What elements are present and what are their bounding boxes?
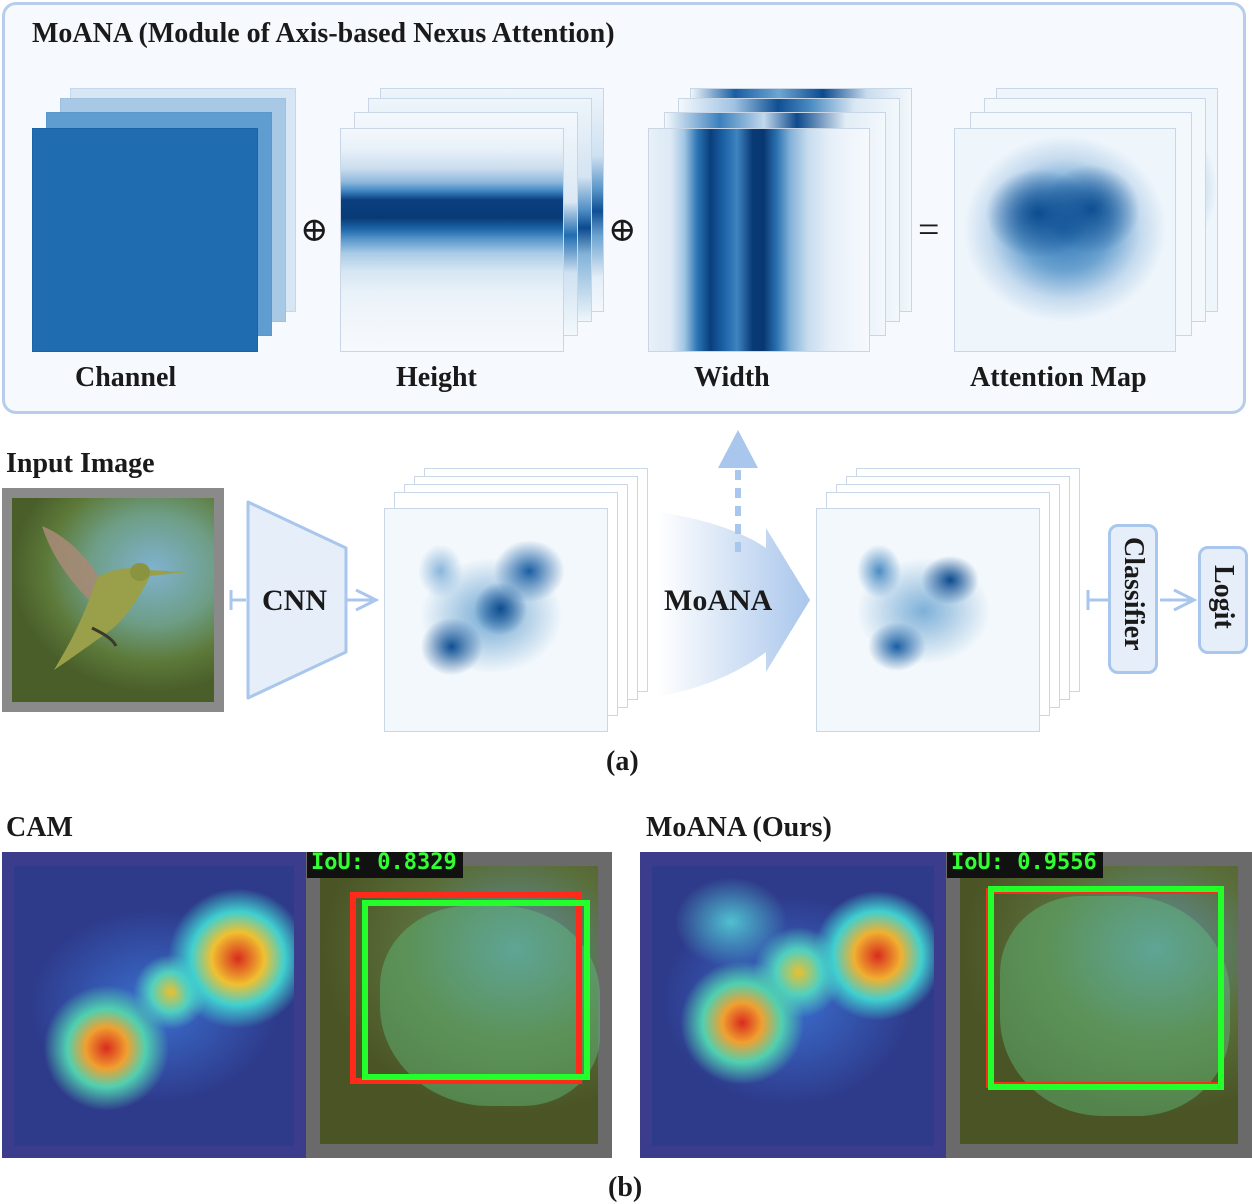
width-label: Width — [694, 362, 770, 393]
cam-iou-text: IoU: 0.8329 — [311, 850, 457, 875]
caption-a: (a) — [606, 746, 639, 777]
plus-operator-1: ⊕ — [300, 212, 329, 249]
input-image — [12, 498, 214, 702]
equals-operator: = — [918, 209, 940, 251]
width-sheet-front — [648, 128, 870, 352]
ours-label: MoANA (Ours) — [646, 812, 832, 843]
cam-iou-badge: IoU: 0.8329 — [307, 850, 463, 878]
hummingbird-illustration — [42, 526, 187, 670]
ours-bbox-panel — [946, 852, 1252, 1158]
plus-operator-2: ⊕ — [608, 212, 637, 249]
ours-mask-overlay — [1000, 896, 1230, 1116]
logit-label: Logit — [1208, 565, 1239, 629]
cam-label: CAM — [6, 812, 73, 843]
ours-bbox-image — [960, 866, 1238, 1144]
module-title: MoANA (Module of Axis-based Nexus Attent… — [32, 18, 615, 49]
cam-bbox-panel — [306, 852, 612, 1158]
moana-arrow-shape — [658, 512, 810, 696]
logit-block: Logit — [1198, 546, 1248, 654]
input-image-label: Input Image — [6, 448, 155, 479]
cam-heatmap-panel — [2, 852, 306, 1158]
moana-label: MoANA — [664, 584, 773, 617]
cnn-block-shape — [246, 500, 348, 700]
attention-map-label: Attention Map — [970, 362, 1147, 393]
attention-sheet-front — [954, 128, 1176, 352]
cam-heatmap-image — [14, 866, 294, 1146]
caption-b: (b) — [608, 1172, 643, 1203]
feature-map-front — [384, 508, 608, 732]
classifier-label: Classifier — [1118, 537, 1149, 651]
refined-feature-map-front — [816, 508, 1040, 732]
ours-heatmap-image — [652, 866, 934, 1146]
cnn-label: CNN — [262, 584, 327, 617]
ours-heatmap-panel — [640, 852, 946, 1158]
ours-iou-text: IoU: 0.9556 — [951, 850, 1097, 875]
channel-sheet-front — [32, 128, 258, 352]
ours-predicted-box — [988, 886, 1224, 1090]
classifier-block: Classifier — [1108, 524, 1158, 674]
cam-ground-truth-box — [350, 892, 582, 1084]
channel-label: Channel — [75, 362, 177, 393]
height-sheet-front — [340, 128, 564, 352]
ours-iou-badge: IoU: 0.9556 — [947, 850, 1103, 878]
input-image-frame — [2, 488, 224, 712]
cam-mask-overlay — [380, 906, 600, 1106]
height-label: Height — [396, 362, 477, 393]
cam-predicted-box — [362, 900, 590, 1080]
